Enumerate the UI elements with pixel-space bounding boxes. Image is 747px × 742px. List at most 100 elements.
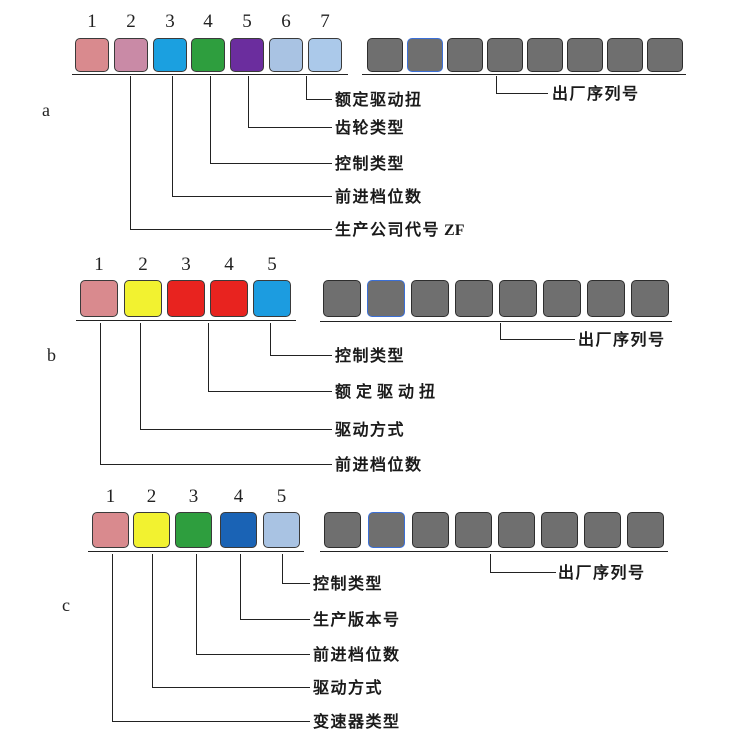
- code-position-box: [269, 38, 303, 72]
- position-number: 5: [242, 11, 252, 32]
- serial-digit-box: [447, 38, 483, 72]
- serial-digit-box: [543, 280, 581, 317]
- callout-company-code-text: 生产公司代号: [335, 220, 441, 239]
- callout-line: [282, 554, 310, 584]
- serial-digit-box: [584, 512, 621, 548]
- serial-digit-box: [412, 512, 449, 548]
- callout-transmission-type: 变速器类型: [313, 712, 401, 731]
- code-position-box: [253, 280, 291, 317]
- serial-digit-box: [367, 38, 403, 72]
- serial-digit-box: [455, 280, 493, 317]
- serial-digit-box: [587, 280, 625, 317]
- serial-digit-box-highlighted: [407, 38, 443, 72]
- panel-label-a: a: [42, 100, 50, 120]
- serial-underline: [320, 551, 668, 552]
- callout-line: [172, 76, 332, 197]
- callout-serial-number: 出厂序列号: [552, 84, 640, 103]
- code-position-box: [114, 38, 148, 72]
- position-number: 2: [126, 11, 136, 32]
- serial-digit-box: [541, 512, 578, 548]
- code-position-box: [230, 38, 264, 72]
- serial-digit-box: [324, 512, 361, 548]
- callout-line: [112, 554, 310, 722]
- serial-digit-box: [627, 512, 664, 548]
- serial-digit-box-highlighted: [367, 280, 405, 317]
- callout-line: [208, 323, 332, 392]
- position-number: 1: [87, 11, 97, 32]
- code-underline: [76, 320, 296, 321]
- code-position-box: [263, 512, 300, 548]
- position-number: 3: [188, 486, 199, 507]
- code-position-box: [75, 38, 109, 72]
- callout-line: [130, 76, 332, 230]
- code-position-box: [167, 280, 205, 317]
- position-number: 3: [181, 254, 191, 275]
- position-number: 4: [203, 11, 213, 32]
- callout-line-serial: [500, 323, 575, 340]
- callout-line: [100, 323, 332, 465]
- serial-digit-box: [498, 512, 535, 548]
- position-number: 6: [281, 11, 291, 32]
- callout-forward-gears: 前进档位数: [335, 187, 423, 206]
- position-number: 7: [320, 11, 330, 32]
- callout-gear-type: 齿轮类型: [335, 118, 406, 137]
- serial-digit-box: [455, 512, 492, 548]
- callout-line-serial: [490, 554, 556, 573]
- callout-line: [306, 76, 332, 100]
- callout-line: [270, 323, 332, 356]
- code-position-box: [153, 38, 187, 72]
- serial-digit-box-highlighted: [368, 512, 405, 548]
- callout-line: [152, 554, 310, 688]
- serial-digit-box: [411, 280, 449, 317]
- code-underline: [72, 74, 348, 75]
- position-number: 5: [267, 254, 277, 275]
- callout-line: [196, 554, 310, 655]
- code-position-box: [133, 512, 170, 548]
- callout-line-serial: [496, 76, 548, 94]
- callout-line: [210, 76, 332, 164]
- position-number: 4: [233, 486, 244, 507]
- serial-digit-box: [323, 280, 361, 317]
- callout-rated-torque: 额定驱动扭: [335, 90, 423, 109]
- serial-underline: [362, 74, 686, 75]
- callout-control-type: 控制类型: [335, 346, 406, 365]
- callout-line: [248, 76, 332, 128]
- callout-control-type: 控制类型: [335, 154, 406, 173]
- panel-label-c: c: [62, 595, 70, 615]
- callout-serial-number: 出厂序列号: [578, 330, 666, 349]
- callout-line: [240, 554, 310, 620]
- position-number: 1: [105, 486, 116, 507]
- serial-digit-box: [607, 38, 643, 72]
- position-number: 4: [224, 254, 234, 275]
- callout-rated-torque: 额定驱动扭: [335, 382, 441, 401]
- callout-serial-number: 出厂序列号: [558, 563, 646, 582]
- position-number: 1: [94, 254, 104, 275]
- position-number: 5: [276, 486, 287, 507]
- position-number: 3: [165, 11, 175, 32]
- serial-digit-box: [527, 38, 563, 72]
- code-underline: [88, 551, 304, 552]
- code-position-box: [124, 280, 162, 317]
- callout-drive-mode: 驱动方式: [335, 420, 406, 439]
- serial-digit-box: [567, 38, 603, 72]
- position-number: 2: [146, 486, 157, 507]
- callout-control-type: 控制类型: [313, 574, 384, 593]
- code-position-box: [220, 512, 257, 548]
- code-position-box: [80, 280, 118, 317]
- code-position-box: [175, 512, 212, 548]
- callout-version-number: 生产版本号: [313, 610, 401, 629]
- serial-digit-box: [499, 280, 537, 317]
- code-position-box: [308, 38, 342, 72]
- callout-line: [140, 323, 332, 430]
- company-code-value: ZF: [444, 222, 465, 239]
- serial-digit-box: [487, 38, 523, 72]
- code-position-box: [210, 280, 248, 317]
- callout-drive-mode: 驱动方式: [313, 678, 384, 697]
- position-number: 2: [138, 254, 148, 275]
- callout-forward-gears: 前进档位数: [335, 455, 423, 474]
- callout-forward-gears: 前进档位数: [313, 645, 401, 664]
- serial-digit-box: [647, 38, 683, 72]
- serial-digit-box: [631, 280, 669, 317]
- serial-underline: [320, 321, 672, 322]
